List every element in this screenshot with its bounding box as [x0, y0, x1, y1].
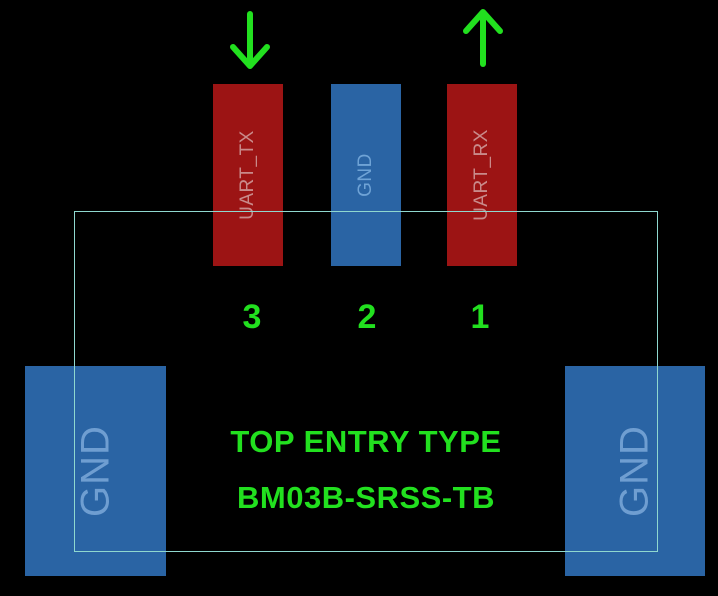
pin-number-2: 2 [357, 298, 377, 336]
pin-number-1: 1 [470, 298, 490, 336]
pin-number-3: 3 [242, 298, 262, 336]
arrow-down-icon [230, 11, 270, 69]
mount-pad-left-gnd: GND [25, 366, 166, 576]
pad-pin1-label: UART_RX [471, 129, 492, 221]
pad-pin3-label: UART_TX [237, 130, 258, 220]
pad-pin3-uart-tx: UART_TX [213, 84, 283, 266]
pad-pin2-label: GND [355, 153, 376, 197]
connector-type-line1: TOP ENTRY TYPE [230, 424, 502, 459]
pad-pin1-uart-rx: UART_RX [447, 84, 517, 266]
arrow-up-icon [463, 9, 503, 67]
connector-body-outline [74, 211, 658, 552]
mount-pad-right-gnd: GND [565, 366, 705, 576]
pad-pin2-gnd: GND [331, 84, 401, 266]
connector-part-number: BM03B-SRSS-TB [237, 480, 495, 515]
